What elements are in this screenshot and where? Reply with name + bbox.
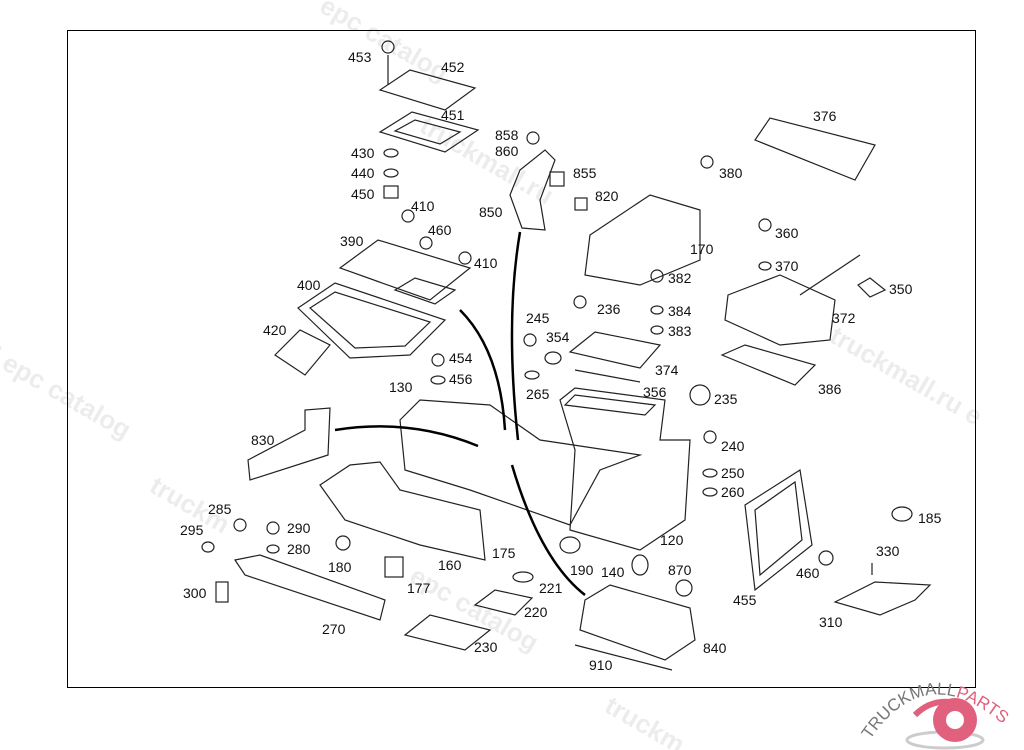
part-451-gasket [378,111,480,153]
part-label-855[interactable]: 855 [573,165,597,181]
part-label-870[interactable]: 870 [668,562,692,578]
part-label-820[interactable]: 820 [595,188,619,204]
part-374-panel [568,331,662,383]
part-label-370[interactable]: 370 [775,258,799,274]
part-170-cover [584,194,701,286]
part-label-236[interactable]: 236 [597,301,621,317]
part-label-420[interactable]: 420 [263,322,287,338]
part-386-gasket [720,344,817,386]
part-label-374[interactable]: 374 [655,362,679,378]
part-label-310[interactable]: 310 [819,614,843,630]
part-350-clip [857,277,887,298]
part-label-410[interactable]: 410 [411,198,435,214]
part-label-185[interactable]: 185 [918,510,942,526]
assembly-arrows [334,231,586,596]
part-label-858[interactable]: 858 [495,127,519,143]
part-120-housing [559,387,691,551]
part-label-230[interactable]: 230 [474,639,498,655]
part-label-383[interactable]: 383 [668,323,692,339]
part-label-860[interactable]: 860 [495,143,519,159]
part-label-240[interactable]: 240 [721,438,745,454]
part-label-160[interactable]: 160 [438,557,462,573]
part-label-260[interactable]: 260 [721,484,745,500]
part-label-400[interactable]: 400 [297,277,321,293]
part-label-450[interactable]: 450 [351,186,375,202]
part-420-switch-block [274,329,331,376]
part-label-221[interactable]: 221 [539,580,563,596]
part-label-140[interactable]: 140 [601,564,625,580]
part-label-356[interactable]: 356 [643,384,667,400]
part-label-460[interactable]: 460 [796,565,820,581]
part-label-386[interactable]: 386 [818,381,842,397]
part-label-177[interactable]: 177 [407,580,431,596]
part-830-bracket [247,407,331,481]
part-label-456[interactable]: 456 [449,371,473,387]
part-label-285[interactable]: 285 [208,501,232,517]
part-850-bracket [509,131,588,231]
part-label-175[interactable]: 175 [492,545,516,561]
part-130-console [399,399,643,526]
part-452-plate [378,40,477,111]
part-230-frame [403,614,492,651]
part-label-453[interactable]: 453 [348,49,372,65]
part-455-gasket [744,469,813,592]
part-label-330[interactable]: 330 [876,543,900,559]
part-label-300[interactable]: 300 [183,585,207,601]
part-310-bracket [833,581,932,616]
part-376-cover [754,117,876,181]
part-390-switch-panel [338,239,472,305]
part-label-430[interactable]: 430 [351,145,375,161]
part-label-220[interactable]: 220 [524,604,548,620]
part-label-455[interactable]: 455 [733,592,757,608]
part-160-duct [319,461,486,561]
part-label-350[interactable]: 350 [889,281,913,297]
part-220-gasket [473,589,534,616]
part-270-rail [234,554,386,621]
part-label-382[interactable]: 382 [668,270,692,286]
part-label-390[interactable]: 390 [340,233,364,249]
part-label-180[interactable]: 180 [328,559,352,575]
part-label-295[interactable]: 295 [180,522,204,538]
part-label-376[interactable]: 376 [813,108,837,124]
part-label-250[interactable]: 250 [721,465,745,481]
part-label-460[interactable]: 460 [428,222,452,238]
part-label-120[interactable]: 120 [660,532,684,548]
part-label-235[interactable]: 235 [714,391,738,407]
part-400-frame [297,282,447,359]
gear-logo-icon: TRUCKMALLPARTS [858,679,1012,750]
part-label-850[interactable]: 850 [479,204,503,220]
part-840-bracket [574,584,696,671]
part-label-440[interactable]: 440 [351,165,375,181]
part-label-190[interactable]: 190 [570,562,594,578]
part-label-452[interactable]: 452 [441,59,465,75]
part-label-290[interactable]: 290 [287,520,311,536]
part-label-454[interactable]: 454 [449,350,473,366]
part-label-245[interactable]: 245 [526,310,550,326]
part-label-384[interactable]: 384 [668,303,692,319]
part-label-130[interactable]: 130 [389,379,413,395]
part-label-354[interactable]: 354 [546,329,570,345]
part-label-410[interactable]: 410 [474,255,498,271]
part-label-280[interactable]: 280 [287,541,311,557]
washers-430-450 [383,148,399,199]
part-label-265[interactable]: 265 [526,386,550,402]
diagram-frame [67,30,976,688]
part-372-lid [724,254,861,346]
truckmallparts-logo: TRUCKMALLPARTS [858,660,1024,750]
part-label-170[interactable]: 170 [690,241,714,257]
part-label-451[interactable]: 451 [441,107,465,123]
part-label-840[interactable]: 840 [703,640,727,656]
part-label-830[interactable]: 830 [251,432,275,448]
small-fasteners [201,155,913,603]
part-label-372[interactable]: 372 [832,310,856,326]
part-label-380[interactable]: 380 [719,165,743,181]
part-label-910[interactable]: 910 [589,657,613,673]
part-label-270[interactable]: 270 [322,621,346,637]
part-label-360[interactable]: 360 [775,225,799,241]
